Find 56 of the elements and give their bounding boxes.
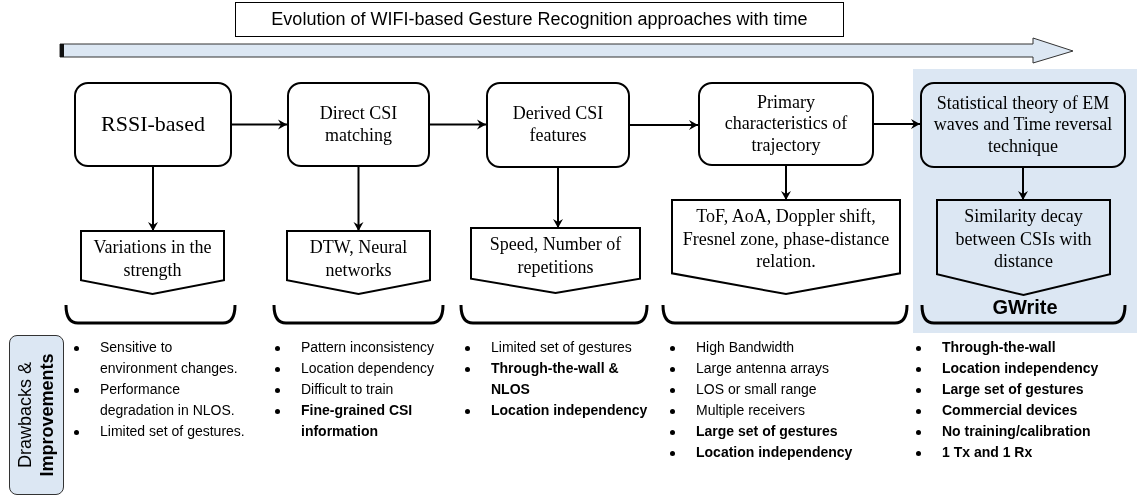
side-label-pill	[9, 335, 64, 495]
box-label: ToF, AoA, Doppler shift, Fresnel zone, phase-distance relation.	[681, 205, 891, 273]
pentagon-box	[937, 200, 1110, 295]
list-item: Difficult to train	[301, 380, 394, 399]
arrow	[781, 165, 791, 201]
list-item: Through-the-wall & NLOS	[491, 359, 620, 399]
box-label: DTW, Neural networks	[308, 236, 409, 281]
process-box	[486, 82, 630, 168]
panel-label: GWrite	[992, 297, 1058, 317]
box-label: Primary characteristics of trajectory	[723, 91, 849, 157]
arrow	[148, 166, 158, 232]
box-label: Derived CSI features	[511, 103, 605, 147]
process-box	[698, 82, 874, 166]
arrow	[1018, 167, 1028, 201]
list-item: LOS or small range	[696, 380, 817, 399]
box-label: Speed, Number of repetitions	[488, 233, 623, 278]
list-item: Performance degradation in NLOS.	[100, 380, 236, 420]
list-item: Location dependency	[301, 359, 435, 378]
list-item: Large set of gestures	[942, 380, 1084, 399]
list-item: Fine-grained CSI information	[301, 401, 414, 441]
box-label: Direct CSI matching	[318, 102, 399, 147]
list-item: High Bandwidth	[696, 338, 795, 357]
list-item: Commercial devices	[942, 401, 1078, 420]
list-item: Location independency	[491, 401, 648, 420]
pentagon-box	[287, 231, 430, 294]
list-item: Location independency	[942, 359, 1099, 378]
box-label: RSSI-based	[101, 111, 205, 138]
list-item: Limited set of gestures.	[100, 422, 246, 441]
arrow	[873, 119, 921, 129]
list-item: Large antenna arrays	[696, 359, 830, 378]
pentagon-box	[81, 231, 224, 294]
box-label: Statistical theory of EM waves and Time reversal technique	[932, 92, 1114, 158]
list-item: Through-the-wall	[942, 338, 1056, 357]
arrow	[629, 120, 699, 130]
process-box	[920, 82, 1126, 168]
side-label: Drawbacks & Improvements	[14, 352, 58, 479]
box-label: Similarity decay between CSIs with distance	[954, 205, 1093, 273]
box-label: Variations in the strength	[92, 236, 213, 281]
list-item: Multiple receivers	[696, 401, 805, 420]
arrow	[231, 119, 288, 130]
list-item: Location independency	[696, 443, 853, 462]
title-box: Evolution of WIFI-based Gesture Recognition approaches with time	[235, 2, 844, 37]
list-item: Large set of gestures	[696, 422, 838, 441]
list-item: Pattern inconsistency	[301, 338, 435, 357]
arrow	[429, 119, 487, 130]
process-box	[74, 82, 232, 167]
arrow	[553, 167, 563, 229]
pentagon-box	[672, 200, 900, 294]
highlight-panel	[913, 69, 1137, 333]
list-item: 1 Tx and 1 Rx	[942, 443, 1033, 462]
list-item: Sensitive to environment changes.	[100, 338, 239, 378]
process-box	[287, 82, 430, 167]
arrow	[353, 166, 364, 232]
list-item: Limited set of gestures	[491, 338, 632, 357]
pentagon-box	[471, 228, 640, 293]
list-item: No training/calibration	[942, 422, 1091, 441]
